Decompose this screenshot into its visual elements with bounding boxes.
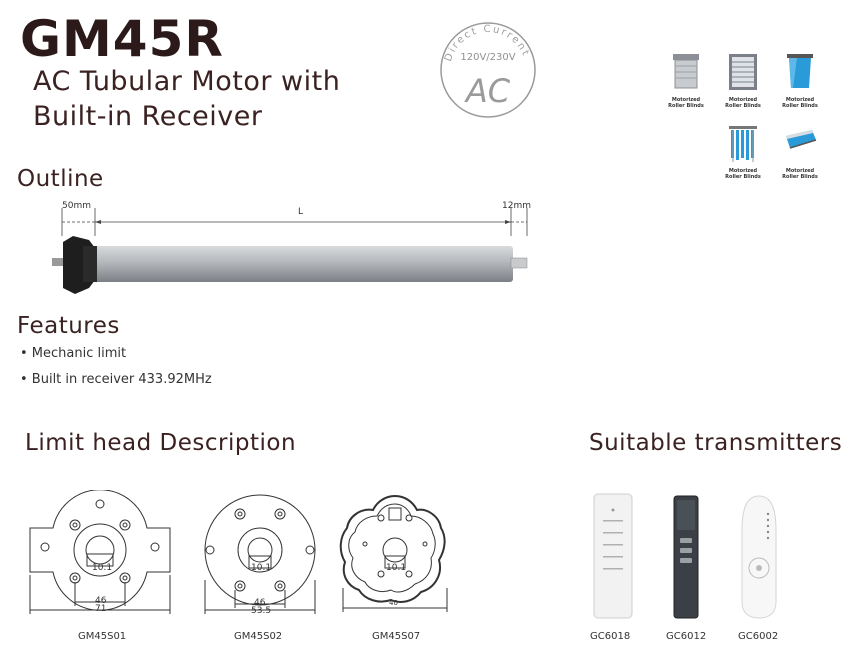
subtitle-line-2: Built-in Receiver <box>33 101 263 132</box>
awning-icon <box>786 130 817 149</box>
product-title: GM45R <box>20 10 224 68</box>
roller-shutter-icon <box>673 54 699 89</box>
limit-head-dim-inner: 46 <box>95 596 107 606</box>
limit-head-dim-outer: 40 <box>389 599 398 607</box>
transmitter-name: GC6002 <box>738 631 779 642</box>
transmitter-name: GC6012 <box>666 631 707 642</box>
limit-head-gm45s01-drawing <box>29 490 171 614</box>
vertical-blind-icon <box>729 126 757 162</box>
limit-head-dim-outer: 53.5 <box>251 606 272 616</box>
roller-blind-icon <box>787 54 813 88</box>
ac-power-badge: Direct Current 120V/230V AC <box>440 22 536 118</box>
badge-voltage: 120V/230V <box>460 52 515 63</box>
limit-head-gm45s07-drawing <box>339 494 448 612</box>
transmitter-name: GC6018 <box>590 631 631 642</box>
limit-head-center-label: 10.1 <box>92 563 113 573</box>
outline-heading: Outline <box>17 166 104 192</box>
limit-head-center-label: 10.1 <box>251 563 272 573</box>
transmitter-gc6012-image <box>673 495 699 619</box>
motor-outline-drawing <box>52 208 528 294</box>
limit-head-gm45s02-drawing <box>204 494 316 614</box>
transmitters-heading: Suitable transmitters <box>589 430 843 456</box>
limit-head-name: GM45S02 <box>234 631 283 642</box>
feature-item: • Mechanic limit <box>20 346 127 361</box>
subtitle-line-1: AC Tubular Motor with <box>33 66 341 97</box>
badge-type: AC <box>464 72 511 110</box>
feature-item: • Built in receiver 433.92MHz <box>20 372 212 387</box>
limit-head-heading: Limit head Description <box>25 430 297 456</box>
limit-head-dim-inner: 46 <box>254 598 266 608</box>
limit-head-dim-outer: 71 <box>95 604 107 614</box>
venetian-blind-icon <box>729 54 757 90</box>
transmitter-gc6018-image <box>593 493 633 619</box>
dim-label-left: 50mm <box>62 201 91 211</box>
transmitter-gc6002-image <box>741 495 777 619</box>
dim-label-length: L <box>298 207 304 217</box>
dim-label-right: 12mm <box>502 201 531 211</box>
limit-head-name: GM45S07 <box>372 631 421 642</box>
features-heading: Features <box>17 313 120 339</box>
limit-head-center-label: 10.1 <box>386 563 407 573</box>
limit-head-name: GM45S01 <box>78 631 127 642</box>
